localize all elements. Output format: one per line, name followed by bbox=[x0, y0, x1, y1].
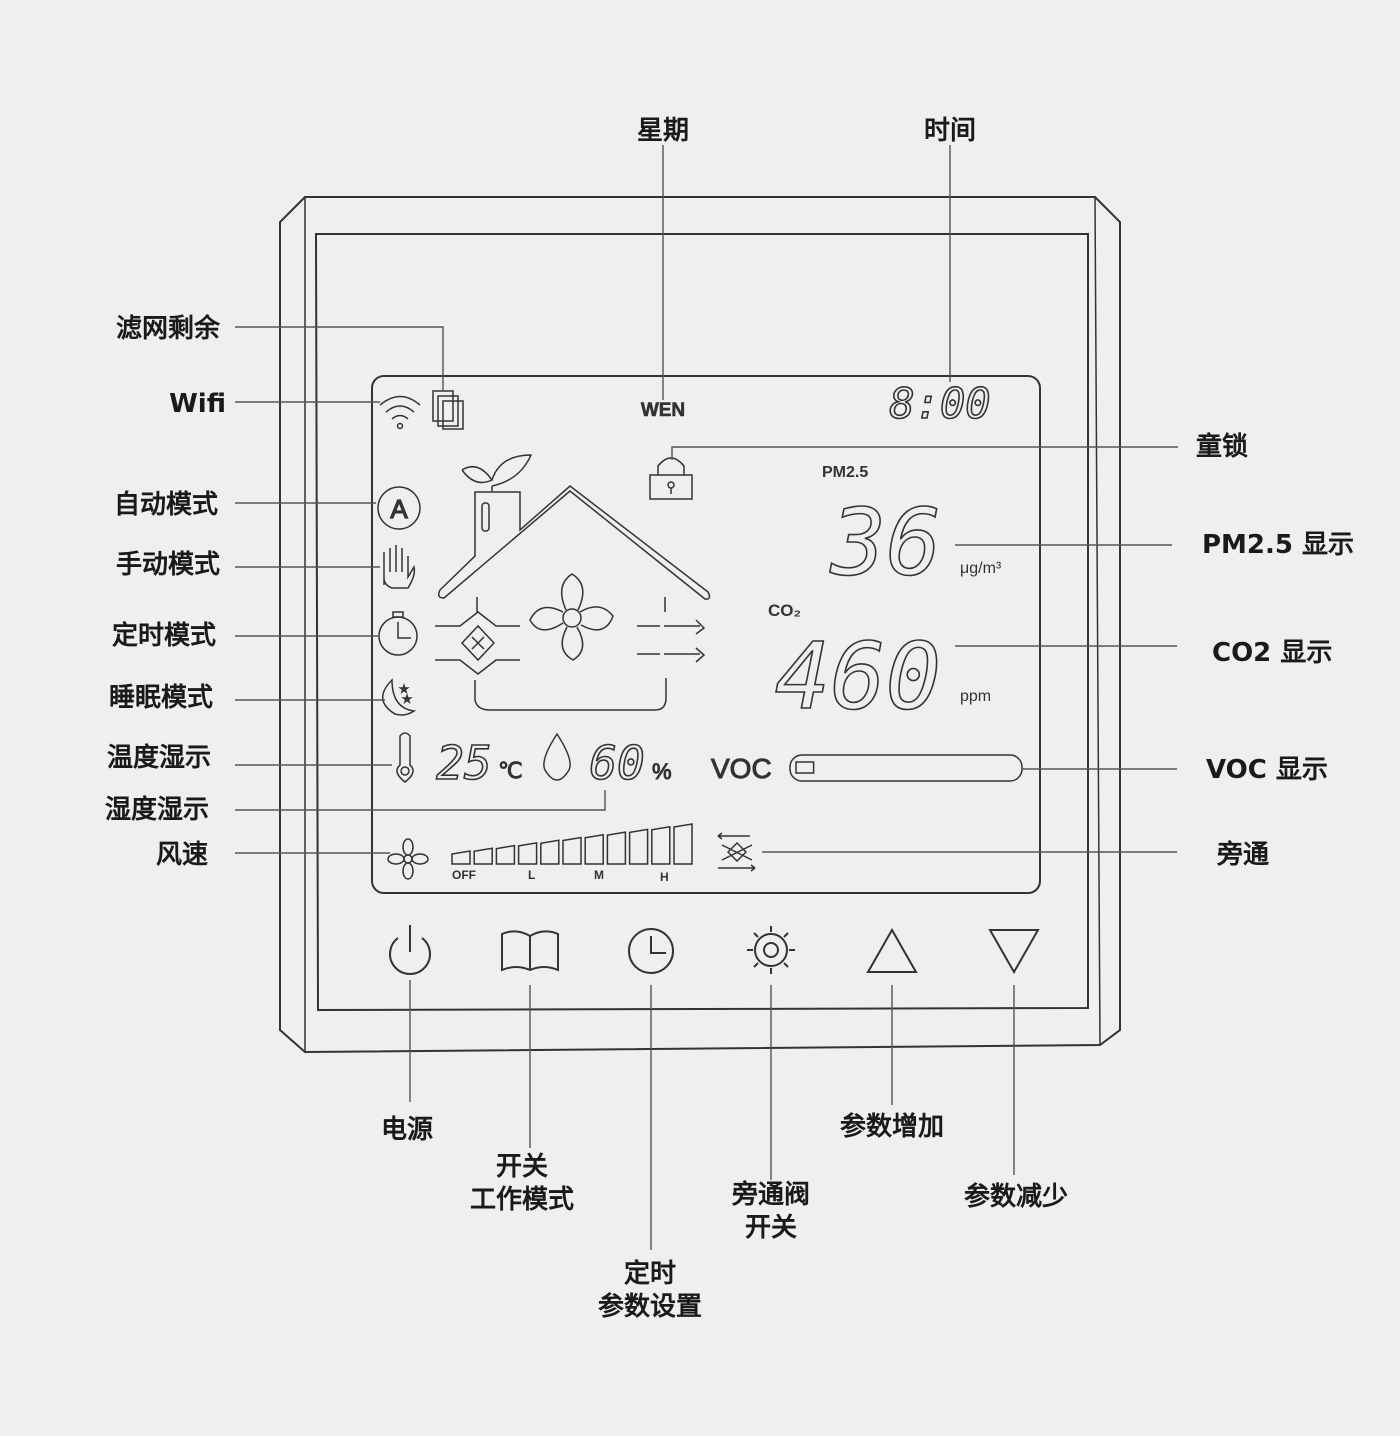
heat-exchanger-icon bbox=[435, 611, 520, 675]
small-fan-icon bbox=[387, 838, 429, 880]
voc-label: VOC bbox=[711, 753, 772, 784]
filter-icon bbox=[432, 390, 464, 430]
label-auto-mode: 自动模式 bbox=[114, 489, 218, 520]
humidity-value: 60 bbox=[589, 736, 644, 790]
label-mode-1: 开关 bbox=[496, 1152, 548, 1182]
label-week: 星期 bbox=[637, 116, 689, 146]
center-fan-icon bbox=[529, 573, 614, 661]
fan-speed-bar bbox=[584, 833, 604, 865]
voc-bar-track bbox=[789, 754, 1023, 782]
fan-speed-bar bbox=[473, 847, 493, 865]
svg-text:A: A bbox=[390, 494, 408, 524]
label-time: 时间 bbox=[924, 116, 976, 146]
svg-text:☆: ☆ bbox=[400, 684, 408, 694]
bypass-gear-button[interactable] bbox=[747, 926, 795, 974]
stopwatch-icon bbox=[378, 611, 418, 656]
fan-speed-bar bbox=[606, 831, 627, 865]
moon-icon: ☆☆ bbox=[382, 678, 417, 716]
label-child-lock: 童锁 bbox=[1196, 431, 1248, 462]
lock-icon bbox=[649, 457, 693, 500]
bypass-icon bbox=[717, 832, 756, 872]
label-sleep-mode: 睡眠模式 bbox=[109, 683, 213, 713]
fan-speed-bar bbox=[495, 844, 516, 865]
fan-speed-bar bbox=[628, 828, 649, 865]
co2-value: 460 bbox=[775, 623, 941, 730]
label-timer-mode: 定时模式 bbox=[112, 620, 216, 651]
label-bypass-valve-1: 旁通阀 bbox=[731, 1179, 810, 1210]
voc-bar-fill bbox=[795, 761, 815, 774]
svg-text:☆: ☆ bbox=[403, 694, 411, 704]
device-frame bbox=[279, 196, 1121, 1054]
label-fan-speed: 风速 bbox=[156, 840, 208, 870]
fan-speed-bar bbox=[540, 839, 560, 865]
hand-icon bbox=[383, 545, 416, 589]
label-co2: CO2 显示 bbox=[1212, 638, 1332, 668]
label-humidity: 湿度湿示 bbox=[105, 794, 209, 825]
water-drop-icon bbox=[543, 732, 571, 781]
fan-speed-bar bbox=[651, 825, 671, 865]
house-illustration bbox=[437, 454, 711, 711]
increase-button[interactable] bbox=[866, 927, 918, 973]
pm25-label: PM2.5 bbox=[822, 464, 868, 481]
label-manual-mode: 手动模式 bbox=[116, 550, 220, 580]
fan-speed-bars bbox=[451, 823, 693, 865]
fan-speed-bar bbox=[517, 842, 538, 865]
fan-level-off: OFF bbox=[452, 868, 476, 882]
pm25-unit: μg/m³ bbox=[960, 560, 1002, 577]
co2-unit: ppm bbox=[960, 688, 991, 705]
auto-mode-icon: A bbox=[377, 486, 421, 530]
co2-label: CO₂ bbox=[768, 601, 801, 620]
thermometer-icon bbox=[396, 732, 414, 783]
lcd-screen bbox=[371, 375, 1041, 894]
power-button[interactable] bbox=[389, 925, 431, 975]
fan-speed-bar bbox=[451, 850, 471, 865]
fan-level-low: L bbox=[528, 868, 535, 882]
label-filter-remaining: 滤网剩余 bbox=[116, 313, 221, 344]
fan-level-high: H bbox=[660, 870, 669, 884]
timer-clock-button[interactable] bbox=[628, 928, 674, 974]
clock: 8:00 bbox=[889, 379, 990, 428]
label-power: 电源 bbox=[381, 1115, 433, 1145]
label-pm25: PM2.5 显示 bbox=[1202, 530, 1354, 560]
outflow-arrows-icon bbox=[637, 619, 706, 663]
label-mode-2: 工作模式 bbox=[470, 1185, 574, 1215]
fan-speed-bar bbox=[673, 823, 693, 865]
fan-speed-bar bbox=[562, 836, 582, 865]
label-increase: 参数增加 bbox=[840, 1111, 944, 1142]
weekday: WEN bbox=[641, 400, 685, 421]
label-bypass: 旁通 bbox=[1216, 839, 1269, 870]
label-voc: VOC 显示 bbox=[1206, 755, 1328, 785]
label-timer-2: 参数设置 bbox=[598, 1291, 702, 1322]
label-temperature: 温度湿示 bbox=[107, 742, 211, 773]
label-wifi: Wifi bbox=[169, 389, 226, 419]
label-decrease: 参数减少 bbox=[964, 1181, 1068, 1212]
temperature-unit: ℃ bbox=[498, 758, 523, 783]
temperature-value: 25 bbox=[436, 736, 491, 790]
wifi-icon bbox=[379, 395, 421, 430]
decrease-button[interactable] bbox=[988, 929, 1040, 975]
label-timer-1: 定时 bbox=[624, 1258, 676, 1289]
pm25-value: 36 bbox=[830, 489, 942, 596]
label-bypass-valve-2: 开关 bbox=[745, 1213, 797, 1243]
fan-level-mid: M bbox=[594, 868, 604, 882]
mode-book-button[interactable] bbox=[501, 930, 559, 972]
leader-lines bbox=[235, 145, 1178, 1250]
humidity-unit: % bbox=[652, 759, 672, 784]
